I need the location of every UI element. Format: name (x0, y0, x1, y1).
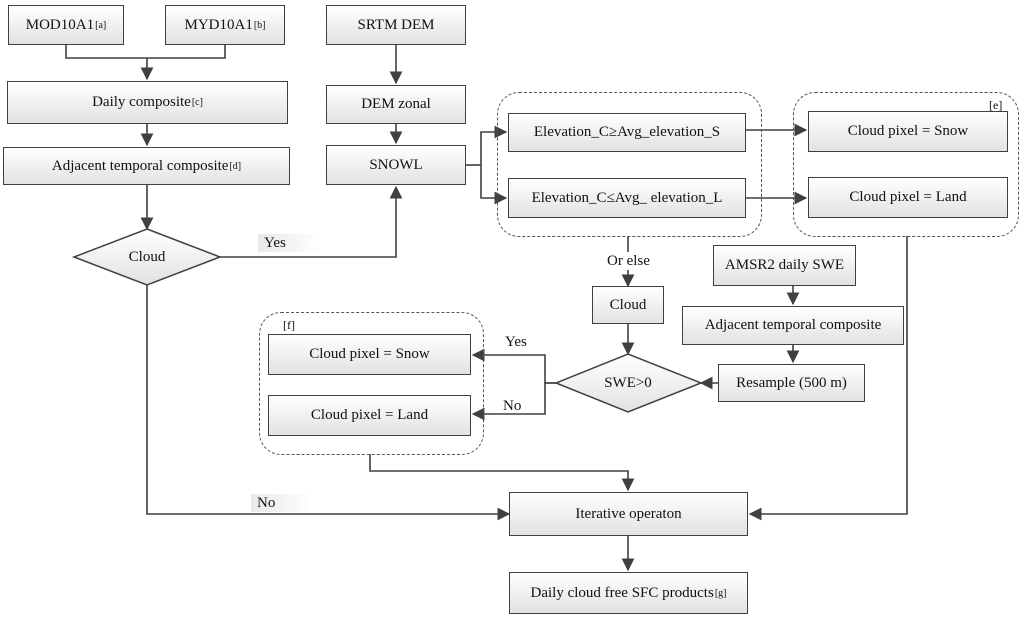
cloud-pixel-snow-e-box: Cloud pixel = Snow (808, 111, 1008, 152)
cloud-no-label: No (251, 494, 313, 512)
edge-groupe-to-iterative (748, 236, 908, 521)
amsr2-daily-swe-box: AMSR2 daily SWE (713, 245, 856, 286)
daily-cloud-free-products-note: [g] (714, 587, 727, 599)
mod10a1-note: [a] (95, 19, 107, 31)
srtm-dem-label: SRTM DEM (357, 16, 435, 33)
cloud-pixel-land-f-box: Cloud pixel = Land (268, 395, 471, 436)
edge-swe-no (471, 382, 556, 421)
elevation-land-rule-box: Elevation_C≤Avg_ elevation_L (508, 178, 746, 218)
mod10a1-box: MOD10A1[a] (8, 5, 124, 45)
cloud-pixel-land-f-label: Cloud pixel = Land (310, 407, 429, 423)
elevation-snow-rule-label: Elevation_C≥Avg_elevation_S (533, 124, 721, 140)
swe-no-label: No (503, 398, 522, 414)
resample-label: Resample (500 m) (736, 374, 847, 391)
cloud-yes-label: Yes (258, 234, 322, 252)
elevation-snow-rule-box: Elevation_C≥Avg_elevation_S (508, 113, 746, 152)
cloud-pixel-snow-f-box: Cloud pixel = Snow (268, 334, 471, 375)
cloud-box-label: Cloud (609, 296, 647, 313)
group-f-note: [f] (283, 318, 295, 332)
adjacent-temporal-composite-box: Adjacent temporal composite[d] (3, 147, 290, 185)
snowl-box: SNOWL (326, 145, 466, 185)
cloud-decision-shape (71, 228, 223, 286)
snowl-label: SNOWL (369, 156, 423, 173)
cloud-pixel-snow-f-label: Cloud pixel = Snow (309, 346, 430, 362)
edge-cloud-no-to-iterative (146, 285, 511, 521)
amsr2-daily-swe-label: AMSR2 daily SWE (724, 257, 845, 273)
iterative-operation-label: Iterative operaton (575, 505, 682, 522)
group-rules-frame (497, 92, 762, 237)
cloud-decision-label: Cloud (128, 249, 166, 265)
mod10a1-label: MOD10A1 (25, 16, 95, 33)
edge-cloud-yes-to-snowl (220, 185, 403, 258)
cloud-pixel-land-e-label: Cloud pixel = Land (849, 189, 967, 205)
myd10a1-label: MYD10A1 (184, 16, 253, 33)
cloud-box: Cloud (592, 286, 664, 324)
or-else-label: Or else (605, 252, 652, 270)
swe-decision-label: SWE>0 (604, 375, 652, 391)
dem-zonal-label: DEM zonal (361, 96, 431, 112)
swe-yes-label: Yes (505, 334, 527, 350)
daily-cloud-free-products-box: Daily cloud free SFC products[g] (509, 572, 748, 614)
group-f-frame (259, 312, 484, 455)
daily-cloud-free-products-label: Daily cloud free SFC products (530, 584, 714, 601)
group-e-frame (793, 92, 1019, 237)
group-e-note: [e] (989, 98, 1003, 112)
cloud-pixel-land-e-box: Cloud pixel = Land (808, 177, 1008, 218)
resample-box: Resample (500 m) (718, 364, 865, 402)
dem-zonal-box: DEM zonal (326, 85, 466, 124)
myd10a1-note: [b] (253, 19, 266, 31)
elevation-land-rule-label: Elevation_C≤Avg_ elevation_L (531, 189, 723, 206)
myd10a1-box: MYD10A1[b] (165, 5, 285, 45)
adjacent-temporal-composite-2-label: Adjacent temporal composite (704, 317, 882, 333)
adjacent-temporal-composite-2-box: Adjacent temporal composite (682, 306, 904, 345)
iterative-operation-box: Iterative operaton (509, 492, 748, 536)
cloud-pixel-snow-e-label: Cloud pixel = Snow (847, 123, 969, 139)
daily-composite-label: Daily composite (92, 94, 191, 110)
adjacent-temporal-composite-note: [d] (229, 160, 242, 172)
edge-groupf-to-iterative (369, 454, 635, 492)
edge-swe-yes (471, 348, 556, 384)
adjacent-temporal-composite-label: Adjacent temporal composite (51, 157, 229, 174)
edge-mod-merge (65, 45, 226, 59)
swe-decision-shape (553, 353, 704, 413)
srtm-dem-box: SRTM DEM (326, 5, 466, 45)
daily-composite-note: [c] (191, 97, 203, 108)
daily-composite-box: Daily composite[c] (7, 81, 288, 124)
